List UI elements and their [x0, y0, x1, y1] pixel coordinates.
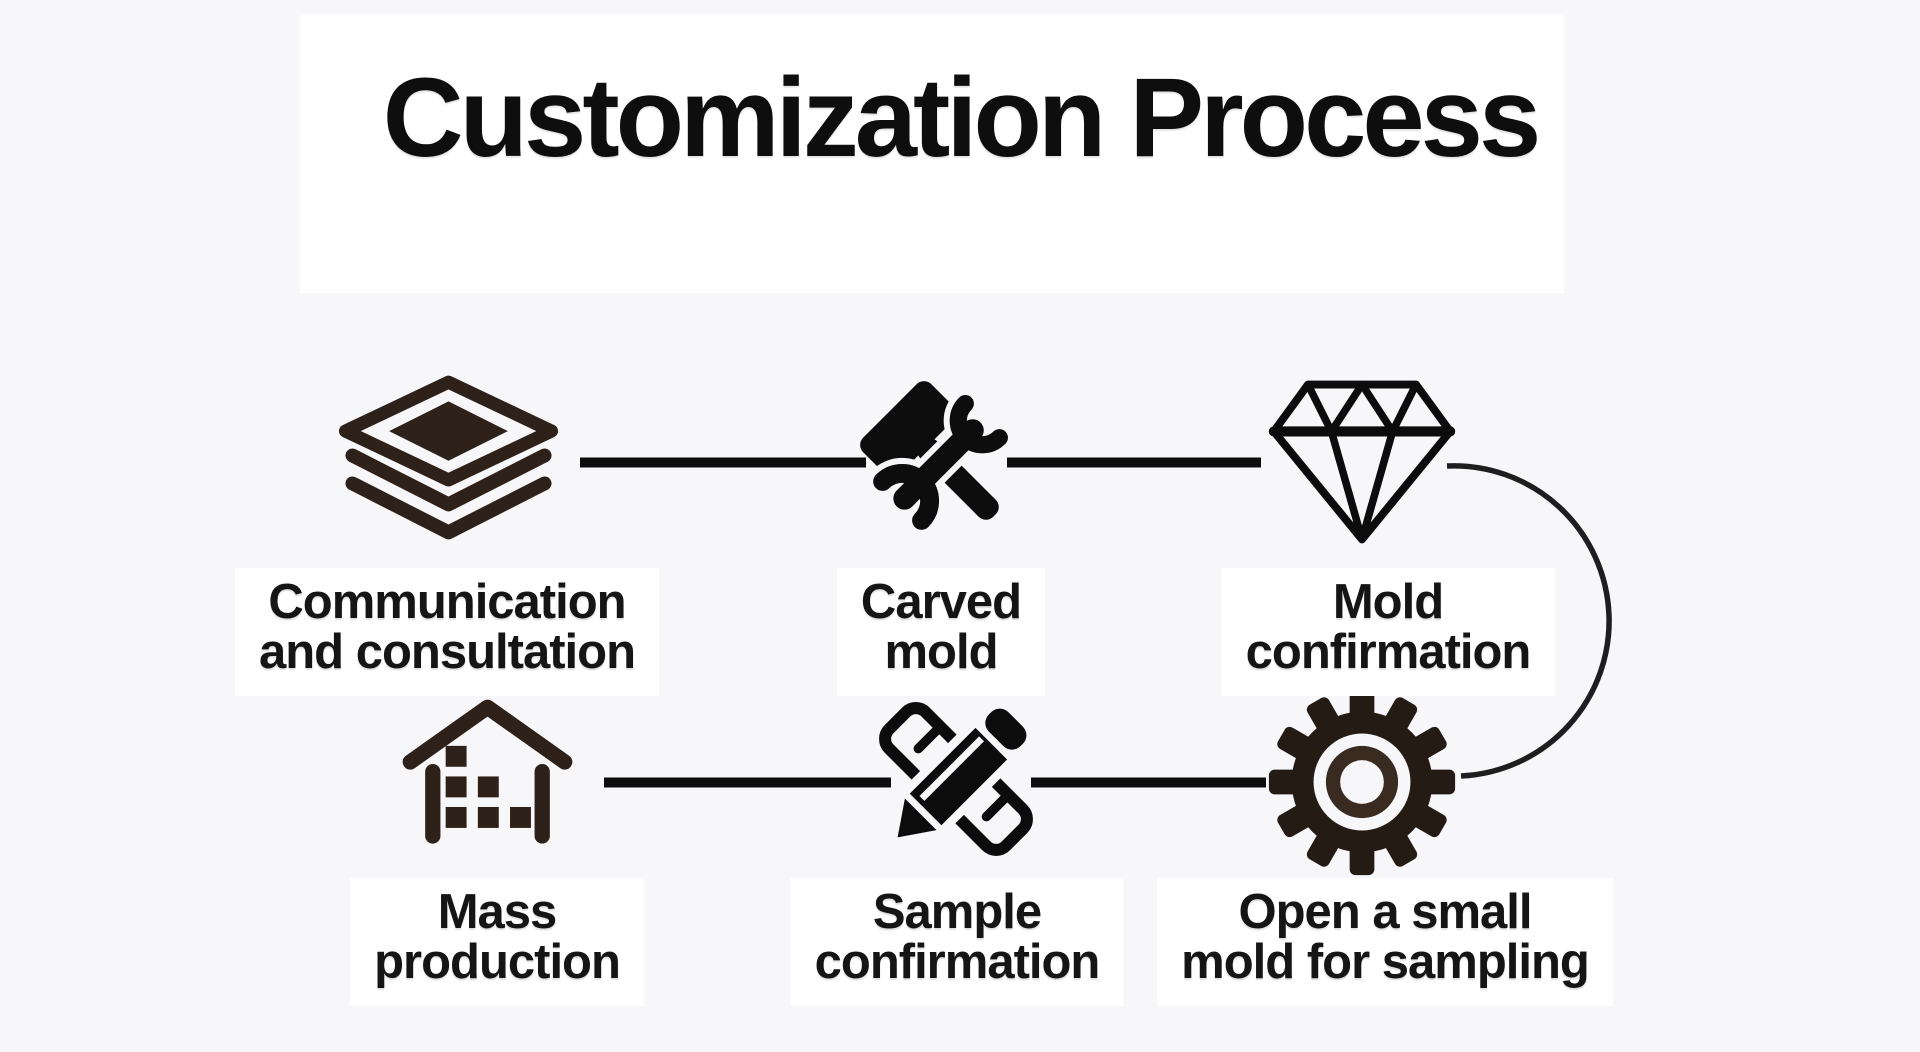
hammer-wrench-icon — [850, 376, 1032, 548]
step-label-mold-confirmation: Mold confirmation — [1221, 568, 1555, 696]
step-label-line: mold for sampling — [1181, 934, 1590, 989]
diamond-icon — [1262, 372, 1462, 552]
step-label-open-small-mold: Open a small mold for sampling — [1157, 878, 1613, 1006]
step-label-mass-production: Mass production — [350, 878, 644, 1006]
step-label-line: production — [374, 934, 621, 989]
step-label-communication: Communication and consultation — [235, 568, 659, 696]
curve-connector — [1446, 463, 1612, 779]
step-label-line: Carved — [860, 575, 1022, 629]
step-label-line: Mold — [1332, 575, 1444, 629]
step-label-line: Communication — [268, 575, 626, 629]
gear-icon — [1267, 687, 1457, 877]
step-label-line: Sample — [872, 885, 1042, 939]
step-label-line: Mass — [437, 885, 558, 939]
step-label-line: and consultation — [259, 624, 636, 679]
step-label-line: confirmation — [814, 934, 1101, 989]
layers-icon — [335, 375, 562, 550]
step-label-line: confirmation — [1245, 624, 1532, 679]
house-icon — [399, 686, 576, 854]
step-label-line: mold — [884, 624, 998, 679]
title-panel — [300, 14, 1564, 293]
pencil-ruler-icon — [870, 693, 1042, 865]
page-title: Customization Process — [382, 55, 1542, 180]
step-label-carved-mold: Carved mold — [836, 568, 1046, 696]
step-label-line: Open a small — [1238, 885, 1532, 939]
step-label-sample-confirmation: Sample confirmation — [790, 878, 1124, 1006]
